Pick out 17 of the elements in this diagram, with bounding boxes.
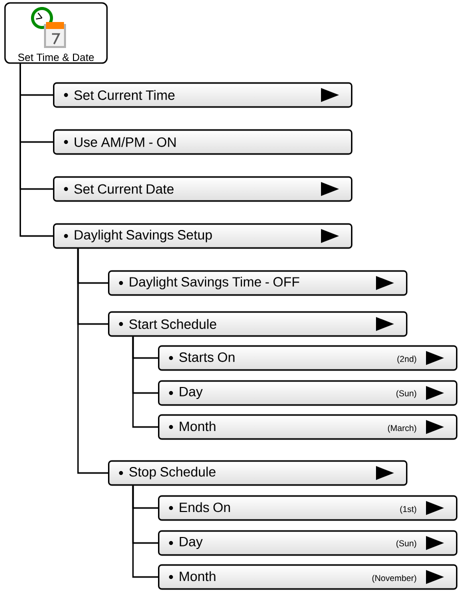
menu-item-box: Daylight Savings Time - OFF (108, 270, 408, 296)
menu-item-box: Daylight Savings Setup (53, 223, 352, 249)
menu-item-box: Set Current Date (53, 176, 352, 202)
menu-item-box: Month (November) (158, 564, 458, 590)
menu-item-box: Ends On (1st) (158, 495, 458, 521)
connector-line (20, 64, 53, 237)
menu-item-box: Day (Sun) (158, 380, 458, 406)
menu-item-box: Month (March) (158, 414, 458, 440)
connector-line (132, 336, 158, 428)
menu-item-box: Set Current Time (53, 82, 352, 108)
menu-item-box: Use AM/PM - ON (53, 129, 352, 155)
menu-item-box: Start Schedule (108, 311, 408, 337)
connector-line (77, 248, 108, 474)
menu-item-box: Stop Schedule (108, 460, 408, 486)
menu-item-box: Starts On (2nd) (158, 345, 458, 371)
menu-item-box: Day (Sun) (158, 530, 458, 556)
connector-line (132, 486, 158, 578)
